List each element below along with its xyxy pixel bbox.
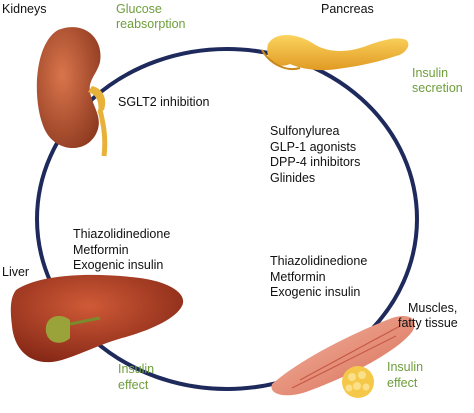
kidneys-label: Kidneys [2,2,47,16]
kidney-drug-list: SGLT2 inhibition [118,95,210,111]
muscle-drug-list: Thiazolidinedione Metformin Exogenic ins… [270,254,367,301]
pancreas-drug-item: Glinides [270,170,316,185]
pancreas-label: Pancreas [321,2,374,16]
insulin-effect-liver-line2: effect [118,378,149,392]
cycle-circle [35,47,419,391]
kidney-icon [36,27,108,157]
insulin-effect-muscle-line1: Insulin [387,360,424,374]
glucose-reabsorption-line2: reabsorption [116,17,186,31]
kidney-drug-item: SGLT2 inhibition [118,95,210,109]
insulin-effect-liver-line1: Insulin [118,362,155,376]
pancreas-icon [261,34,409,71]
muscle-drug-item: Metformin [270,269,326,284]
muscle-icon [271,315,415,396]
insulin-secretion-line2: secretion [412,81,463,95]
muscle-drug-item: Thiazolidinedione [270,254,368,268]
muscles-label-line2: fatty tissue [398,316,458,330]
liver-label: Liver [2,265,30,279]
insulin-secretion-line1: Insulin [412,66,449,80]
liver-drug-item: Thiazolidinedione [73,227,171,241]
liver-drug-list: Thiazolidinedione Metformin Exogenic ins… [73,227,170,274]
pancreas-drug-item: DPP-4 inhibitors [270,155,361,169]
muscles-label-line1: Muscles, [408,301,458,315]
fat-tissue-icon [342,366,374,398]
muscle-drug-item: Exogenic insulin [270,285,361,299]
liver-drug-item: Exogenic insulin [73,258,164,272]
insulin-effect-muscle-line2: effect [387,376,418,390]
pancreas-drug-item: GLP-1 agonists [270,139,357,154]
liver-icon [10,274,184,363]
pancreas-drug-list: Sulfonylurea GLP-1 agonists DPP-4 inhibi… [270,124,360,186]
liver-drug-item: Metformin [73,242,129,257]
glucose-reabsorption-line1: Glucose [116,2,162,16]
pancreas-drug-item: Sulfonylurea [270,124,340,138]
